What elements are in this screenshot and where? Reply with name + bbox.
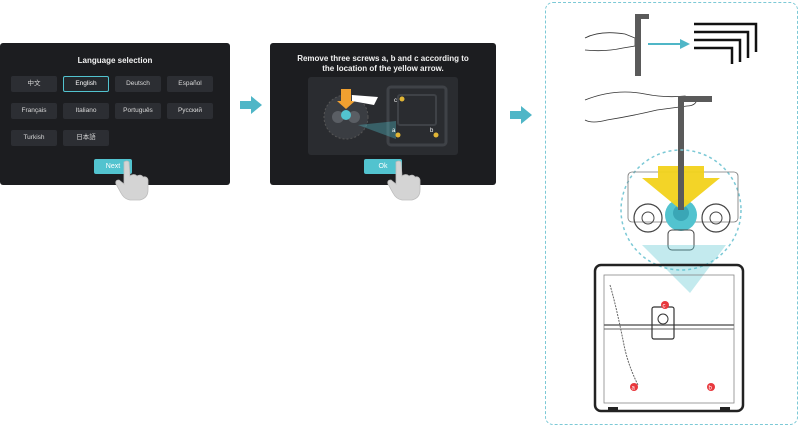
language-selection-title: Language selection — [77, 56, 153, 65]
language-option-japanese[interactable]: 日本語 — [63, 130, 109, 146]
marker-label-b: b — [709, 386, 713, 392]
language-option-espanol[interactable]: Español — [167, 76, 213, 92]
language-option-portugues[interactable]: Português — [115, 103, 161, 119]
printhead-diagram: c a b — [308, 77, 458, 155]
screw-label-b: b — [430, 128, 434, 134]
language-option-english[interactable]: English — [63, 76, 109, 92]
flow-arrow-1 — [240, 96, 262, 114]
screw-label-c: c — [394, 98, 397, 104]
remove-screws-screen: Remove three screws a, b and c according… — [270, 43, 496, 185]
tapping-hand-icon — [387, 160, 421, 201]
printer-overview-illustration: c a b — [593, 245, 745, 413]
marker-label-a: a — [632, 386, 636, 392]
language-option-italiano[interactable]: Italiano — [63, 103, 109, 119]
language-option-russian[interactable]: Русский — [167, 103, 213, 119]
language-option-turkish[interactable]: Turkish — [11, 130, 57, 146]
hex-key-illustration — [584, 14, 758, 76]
remove-screws-instruction: Remove three screws a, b and c according… — [297, 54, 469, 73]
marker-label-c: c — [663, 304, 666, 310]
language-option-deutsch[interactable]: Deutsch — [115, 76, 161, 92]
language-option-chinese[interactable]: 中文 — [11, 76, 57, 92]
illustration-panel — [545, 2, 798, 425]
next-button[interactable]: Next — [94, 159, 132, 174]
ok-button[interactable]: Ok — [364, 159, 402, 174]
tapping-hand-icon — [115, 160, 149, 201]
screw-removal-illustration — [584, 91, 742, 271]
language-option-francais[interactable]: Français — [11, 103, 57, 119]
screw-label-a: a — [392, 128, 396, 134]
language-selection-screen: Language selection 中文 English Deutsch Es… — [0, 43, 230, 185]
flow-arrow-2 — [510, 106, 532, 124]
